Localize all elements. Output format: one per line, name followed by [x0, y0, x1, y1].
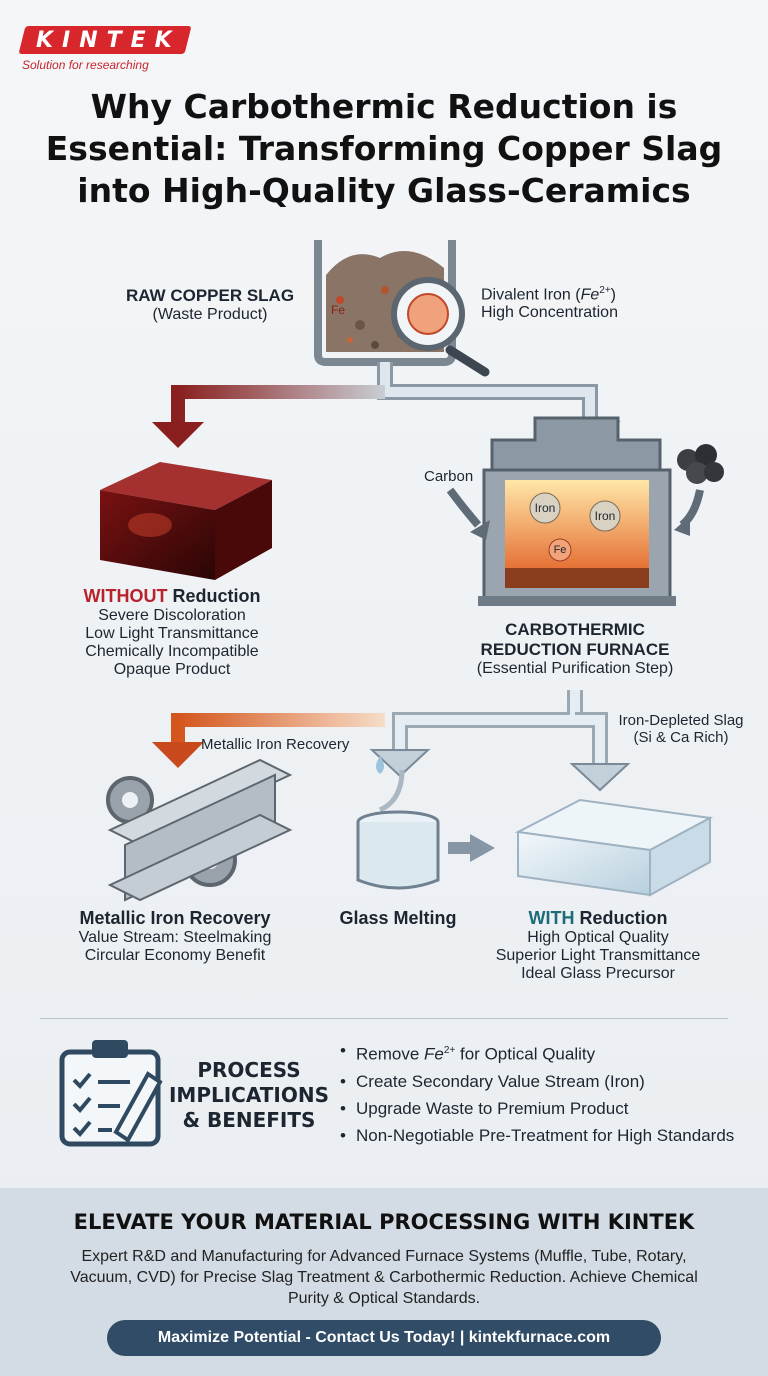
list-item: Remove Fe2+ for Optical Quality: [340, 1040, 740, 1065]
furnace-title-line1: CARBOTHERMIC: [505, 620, 645, 639]
section-divider: [40, 1018, 728, 1019]
kintek-logo: KINTEK: [18, 26, 192, 56]
metallic-arrow-label: Metallic Iron Recovery: [201, 736, 350, 753]
glass-melting-title: Glass Melting: [339, 908, 457, 928]
metallic-line: Circular Economy Benefit: [84, 947, 266, 964]
raw-slag-label: RAW COPPER SLAG (Waste Product): [112, 286, 308, 324]
without-reduction-title: WITHOUT Reduction: [83, 586, 261, 606]
logo-text: KINTEK: [36, 28, 181, 53]
without-line: Chemically Incompatible: [85, 643, 259, 660]
divalent-iron-title: Divalent Iron (Fe2+): [481, 285, 616, 304]
implications-list: Remove Fe2+ for Optical Quality Create S…: [340, 1040, 740, 1152]
clipboard-checklist-icon: [59, 1040, 163, 1147]
furnace-title-line2: REDUCTION FURNACE: [480, 640, 670, 659]
metallic-recovery-title: Metallic Iron Recovery: [79, 908, 271, 928]
furnace-label: CARBOTHERMIC REDUCTION FURNACE (Essentia…: [440, 620, 710, 678]
carbon-lumps-icon: [677, 444, 724, 484]
with-reduction-block: WITH Reduction High Optical Quality Supe…: [466, 908, 730, 983]
footer-text: Expert R&D and Manufacturing for Advance…: [70, 1248, 698, 1307]
magnifier-icon: [391, 277, 490, 377]
clear-glass-block: [514, 798, 714, 897]
carbon-label: Carbon: [424, 468, 474, 485]
with-line: Ideal Glass Precursor: [521, 965, 675, 982]
with-line: High Optical Quality: [527, 929, 669, 946]
glass-melting-beaker-icon: [356, 756, 440, 890]
depleted-slag-label: Iron-Depleted Slag (Si & Ca Rich): [618, 712, 744, 746]
without-reduction-block: WITHOUT Reduction Severe Discoloration L…: [52, 586, 292, 679]
raw-slag-title: RAW COPPER SLAG: [125, 286, 295, 305]
without-line: Severe Discoloration: [98, 607, 246, 624]
fe-badge-label: Fe: [330, 303, 345, 317]
iron-particle-label: Iron: [594, 509, 616, 523]
logo-tagline: Solution for researching: [22, 58, 149, 72]
without-line: Opaque Product: [113, 661, 231, 678]
divalent-iron-label: Divalent Iron (Fe2+) High Concentration: [481, 285, 741, 322]
footer-heading: ELEVATE YOUR MATERIAL PROCESSING WITH KI…: [73, 1210, 695, 1234]
metallic-line: Value Stream: Steelmaking: [78, 929, 272, 946]
with-reduction-title: WITH Reduction: [528, 908, 668, 928]
reduction-furnace: [478, 416, 676, 606]
iron-particle-label: Iron: [534, 501, 556, 515]
list-item: Upgrade Waste to Premium Product: [340, 1098, 740, 1119]
implications-title: PROCESS IMPLICATIONS & BENEFITS: [168, 1058, 330, 1132]
list-item: Create Secondary Value Stream (Iron): [340, 1071, 740, 1092]
with-line: Superior Light Transmittance: [495, 947, 701, 964]
list-item: Non-Negotiable Pre-Treatment for High St…: [340, 1125, 740, 1146]
furnace-subtitle: (Essential Purification Step): [476, 660, 674, 677]
fe-particle-label: Fe: [553, 544, 567, 556]
steel-beam-icon: [106, 758, 293, 902]
divalent-iron-subtitle: High Concentration: [481, 304, 618, 322]
page-title: Why Carbothermic Reduction is Essential:…: [45, 87, 723, 210]
raw-slag-subtitle: (Waste Product): [152, 306, 268, 323]
discolored-glass-cube: [100, 462, 272, 580]
metallic-recovery-block: Metallic Iron Recovery Value Stream: Ste…: [50, 908, 300, 965]
contact-cta-button[interactable]: Maximize Potential - Contact Us Today! |…: [107, 1320, 661, 1356]
without-line: Low Light Transmittance: [85, 625, 259, 642]
